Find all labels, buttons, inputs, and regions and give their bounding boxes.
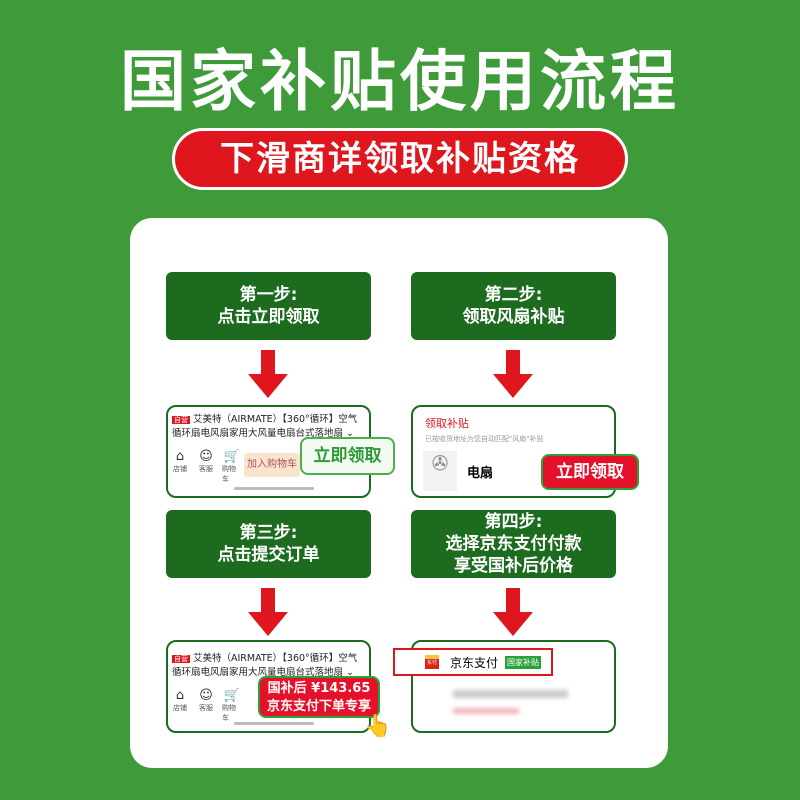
store-button[interactable]: ⌂店铺: [170, 449, 190, 484]
payment-name: 京东支付: [450, 656, 499, 670]
step-desc: 领取风扇补贴: [462, 307, 565, 327]
screen-product-claim: 自营艾美特（AIRMATE）【360°循环】空气循环扇电风扇家用大风量电扇台式落…: [166, 405, 395, 498]
step-desc: 选择京东支付付款: [445, 534, 582, 554]
step-label: 第二步:: [484, 285, 543, 305]
national-subsidy-tag: 国家补贴: [505, 656, 541, 669]
service-button[interactable]: ☺客服: [196, 688, 216, 723]
add-to-cart-button[interactable]: 加入购物车: [244, 453, 300, 477]
blurred-text: [453, 708, 519, 714]
step-3: 第三步: 点击提交订单: [166, 510, 371, 578]
product-line2: 循环扇电风扇家用大风量电扇台式落地扇 ⌄: [172, 428, 354, 439]
down-arrow-icon: [493, 588, 533, 636]
product-line1: 艾美特（AIRMATE）【360°循环】空气: [193, 414, 358, 425]
step-1: 第一步: 点击立即领取: [166, 272, 371, 340]
cart-label: 购物车: [222, 704, 236, 722]
step-label: 第三步:: [239, 523, 298, 543]
subsidy-title: 领取补贴: [425, 417, 469, 430]
cart-icon: 🛒: [223, 688, 241, 703]
service-label: 客服: [199, 465, 213, 473]
cart-button[interactable]: 🛒购物车: [222, 688, 242, 723]
service-icon: ☺: [199, 688, 213, 703]
step-label: 第四步:: [484, 512, 543, 532]
claim-now-button[interactable]: 立即领取: [541, 454, 639, 490]
screen-order: 自营艾美特（AIRMATE）【360°循环】空气循环扇电风扇家用大风量电扇台式落…: [166, 640, 391, 739]
screen-subsidy-panel: 领取补贴 已按收货地址为您自动匹配"风扇"补贴 ✇ 电扇 立即领取: [411, 405, 639, 498]
blurred-text: [453, 690, 568, 698]
pointing-hand-icon: 👆: [364, 714, 392, 739]
page-title: 国家补贴使用流程: [120, 43, 680, 120]
subsidy-note: 已按收货地址为您自动匹配"风扇"补贴: [425, 435, 544, 443]
cart-icon: 🛒: [223, 449, 241, 464]
screen-payment: 东付 京东支付 国家补贴: [393, 640, 616, 733]
subtitle-banner: 下滑商详领取补贴资格: [172, 128, 628, 190]
cart-button[interactable]: 🛒购物车: [222, 449, 242, 484]
service-label: 客服: [199, 704, 213, 712]
steps-card: 第一步: 点击立即领取 第二步: 领取风扇补贴 自营艾美特（AIRMATE）【3…: [130, 218, 668, 768]
store-icon: ⌂: [175, 449, 185, 464]
product-line1: 艾美特（AIRMATE）【360°循环】空气: [193, 653, 358, 664]
cart-label: 购物车: [222, 465, 236, 483]
item-name: 电扇: [467, 466, 494, 481]
step-label: 第一步:: [239, 285, 298, 305]
step-desc2: 享受国补后价格: [454, 556, 573, 576]
store-button[interactable]: ⌂店铺: [170, 688, 190, 723]
product-title: 自营艾美特（AIRMATE）【360°循环】空气循环扇电风扇家用大风量电扇台式落…: [172, 413, 372, 440]
step-desc: 点击提交订单: [217, 545, 320, 565]
jd-pay-exclusive: 京东支付下单专享: [266, 699, 371, 714]
down-arrow-icon: [493, 350, 533, 398]
store-icon: ⌂: [175, 688, 185, 703]
payment-option-jdpay[interactable]: 东付 京东支付 国家补贴: [393, 648, 553, 676]
fan-image: ✇: [423, 451, 457, 491]
jd-pay-icon: 东付: [425, 655, 439, 669]
home-indicator: [234, 722, 314, 725]
product-line2: 循环扇电风扇家用大风量电扇台式落地扇 ⌄: [172, 667, 354, 678]
submit-order-button[interactable]: 国补后 ¥143.65 京东支付下单专享: [258, 676, 380, 718]
service-button[interactable]: ☺客服: [196, 449, 216, 484]
step-desc: 点击立即领取: [217, 307, 320, 327]
subsidy-price: 国补后 ¥143.65: [267, 681, 371, 696]
step-2: 第二步: 领取风扇补贴: [411, 272, 616, 340]
step-4: 第四步: 选择京东支付付款 享受国补后价格: [411, 510, 616, 578]
self-operated-badge: 自营: [172, 416, 190, 424]
store-label: 店铺: [173, 704, 187, 712]
home-indicator: [234, 487, 314, 490]
service-icon: ☺: [199, 449, 213, 464]
down-arrow-icon: [248, 588, 288, 636]
claim-now-button[interactable]: 立即领取: [300, 437, 395, 475]
down-arrow-icon: [248, 350, 288, 398]
store-label: 店铺: [173, 465, 187, 473]
product-title: 自营艾美特（AIRMATE）【360°循环】空气循环扇电风扇家用大风量电扇台式落…: [172, 652, 372, 679]
self-operated-badge: 自营: [172, 655, 190, 663]
